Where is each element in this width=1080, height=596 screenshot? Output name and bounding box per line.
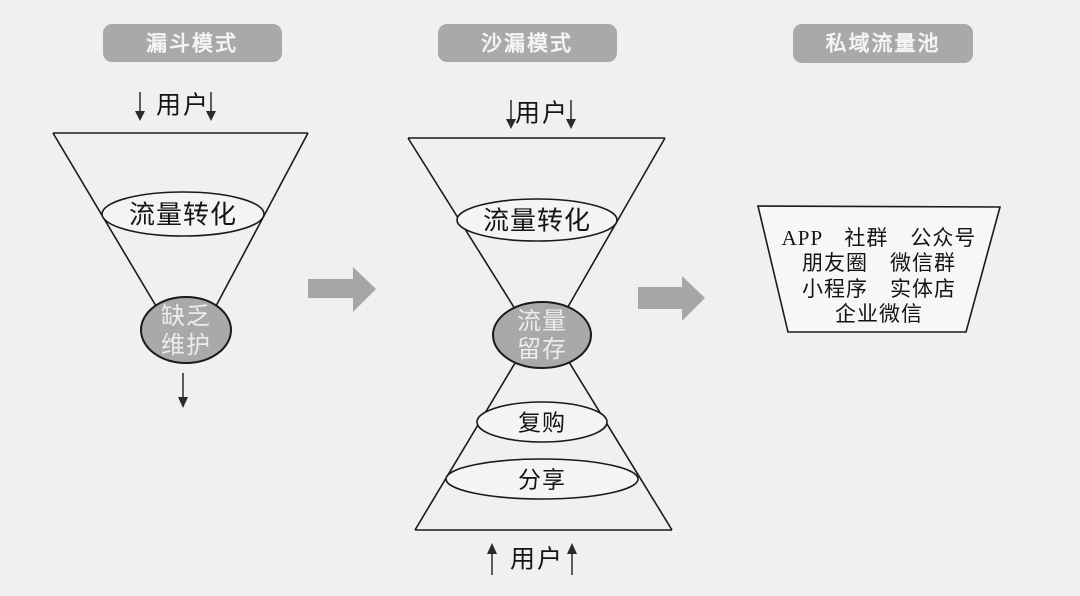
hourglass-share-stage: 分享 [445,458,639,500]
hourglass-share-ellipse [445,458,639,500]
hourglass-retention-ellipse [492,301,592,369]
funnel-header-label: 漏斗模式 [146,32,238,56]
flow-arrow-2-icon [638,276,705,321]
up-arrow-icon [567,543,577,554]
hourglass-repurchase-ellipse [476,401,608,443]
pool-trapezoid [756,205,1002,333]
hourglass-header-label: 沙漏模式 [481,32,573,56]
hourglass-repurchase-stage: 复购 [476,401,608,443]
pool-shape: APP 社群 公众号 朋友圈 微信群 小程序 实体店 企业微信 [756,205,1002,333]
pool-header-badge [793,24,973,63]
up-arrow-icon [487,543,497,554]
funnel-bottom-label-line1: 缺乏 [161,303,211,330]
down-arrow-icon [566,119,576,129]
funnel-bottom-ellipse [140,296,232,364]
hourglass-retention-label-line1: 流量 [517,308,567,335]
pool-header-label: 私域流量池 [826,32,941,56]
down-arrow-icon [135,111,145,121]
hourglass-users-back: 用户 [487,543,577,575]
down-arrow-icon [506,119,516,129]
pool-channels-line3: 小程序 实体店 [802,277,956,301]
down-arrow-icon [178,397,188,408]
hourglass-conversion-ellipse [456,198,618,242]
hourglass-conversion-label: 流量转化 [483,207,591,236]
down-arrow-icon [206,111,216,121]
funnel-conversion-stage: 流量转化 [101,191,265,237]
funnel-header: 漏斗模式 [103,24,282,62]
funnel-bottom-stage: 缺乏 维护 [140,296,232,364]
funnel-users-in: 用户 [135,92,216,121]
hourglass-conversion-stage: 流量转化 [456,198,618,242]
hourglass-header-badge [438,24,617,62]
hourglass-users-in: 用户 [506,100,576,129]
pool-channels-line1: APP 社群 公众号 [782,226,977,250]
funnel-leak-arrow [178,373,188,408]
funnel-users-label: 用户 [156,92,210,120]
pool-header: 私域流量池 [793,24,973,63]
hourglass-retention-stage: 流量 留存 [492,301,592,369]
funnel-bottom-label-line2: 维护 [161,332,211,359]
hourglass-retention-label-line2: 留存 [517,336,567,363]
hourglass-users-in-label: 用户 [515,100,569,128]
funnel-conversion-label: 流量转化 [129,201,237,230]
hourglass-header: 沙漏模式 [438,24,617,62]
funnel-conversion-ellipse [101,191,265,237]
flow-arrow-1-icon [308,267,376,312]
funnel-header-badge [103,24,282,62]
hourglass-share-label: 分享 [518,468,566,493]
hourglass-repurchase-label: 复购 [518,411,566,436]
hourglass-users-back-label: 用户 [510,546,564,574]
pool-channels-line2: 朋友圈 微信群 [802,251,956,275]
pool-channels-line4: 企业微信 [835,302,923,326]
